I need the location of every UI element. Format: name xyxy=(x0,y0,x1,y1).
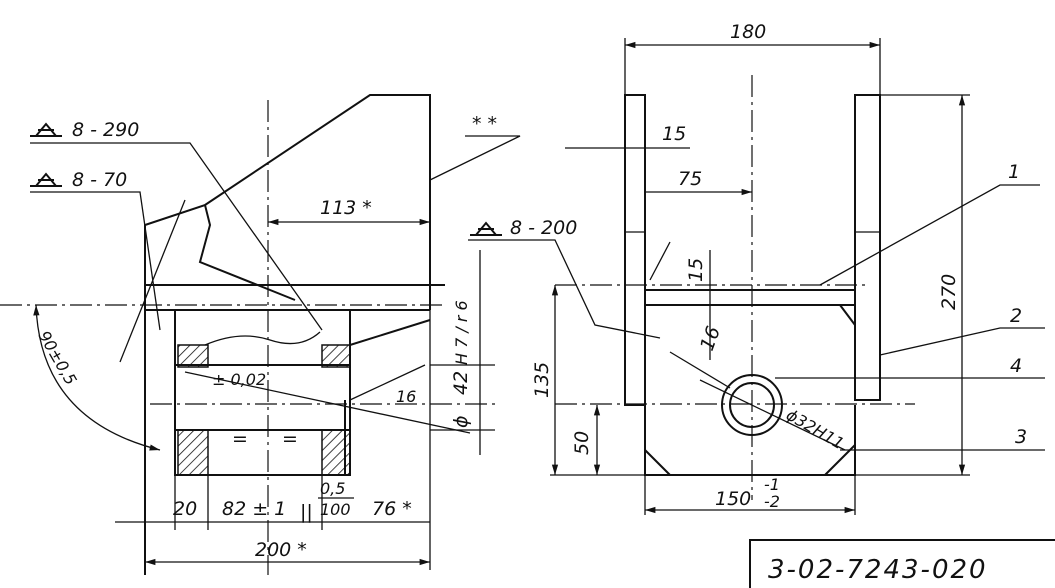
bore-outer-circle xyxy=(721,374,783,436)
dim-15a: 15 xyxy=(662,123,686,145)
dim-50: 50 xyxy=(571,431,593,455)
dim-150-tol-bottom: -2 xyxy=(764,492,780,511)
weld-leader-1 xyxy=(30,142,323,331)
dim-42: 42 xyxy=(450,371,472,395)
fraction-top: 0,5 xyxy=(320,479,345,498)
dim-270: 270 xyxy=(938,274,960,310)
dim-150-tol-top: -1 xyxy=(764,475,780,494)
beam-gusset xyxy=(839,304,856,326)
title-block-frame xyxy=(749,539,1055,588)
dim-16: 16 xyxy=(696,323,725,353)
equal-mark-1: = xyxy=(232,428,248,450)
weld-leader-3b xyxy=(649,241,671,281)
left-break-line xyxy=(204,331,321,346)
base-box xyxy=(644,405,856,476)
dim-75: 75 xyxy=(678,168,702,190)
dim-135: 135 xyxy=(531,362,553,398)
section-hatch-3 xyxy=(177,429,209,476)
marker-leader xyxy=(429,135,521,181)
dim-180: 180 xyxy=(730,21,766,43)
section-hatch-4 xyxy=(321,429,351,476)
tolerance-leader xyxy=(184,371,471,434)
weld-leader-3 xyxy=(468,239,661,339)
left-gusset-outline xyxy=(144,203,296,575)
left-chamfer xyxy=(349,319,431,346)
weld-symbol-3-icon xyxy=(470,221,502,236)
fraction-bottom: 100 xyxy=(320,500,351,519)
weld-label-1: 8 - 290 xyxy=(72,119,139,141)
left-side-plate xyxy=(624,94,646,406)
position-1: 1 xyxy=(1008,161,1020,183)
tolerance-002: ± 0,02 xyxy=(212,370,266,389)
parallel-symbol: || xyxy=(300,501,313,523)
dim-15b: 15 xyxy=(685,258,707,282)
angle-90: 90±0,5 xyxy=(35,328,81,389)
right-view: ϕ32H11 180 15 75 8 - 200 15 16 135 50 xyxy=(468,21,1045,515)
callout-leader-1 xyxy=(819,184,1040,286)
weld-symbol-icon xyxy=(30,122,62,187)
position-4: 4 xyxy=(1010,355,1022,377)
bore-inner-circle xyxy=(729,382,775,428)
position-2: 2 xyxy=(1010,305,1022,327)
callout-leader-2 xyxy=(879,327,1045,356)
title-block: 3-02-7243-020 xyxy=(749,539,1055,588)
equal-mark-2: = xyxy=(282,428,298,450)
section-hatch-1 xyxy=(177,344,209,368)
position-3: 3 xyxy=(1015,426,1027,448)
angle-16: 16 xyxy=(396,387,416,406)
angle-leader xyxy=(349,364,426,401)
right-side-plate xyxy=(854,94,881,401)
section-hatch-2 xyxy=(321,344,351,368)
leader-16 xyxy=(669,351,731,389)
phi-symbol: ϕ xyxy=(450,415,472,428)
dim-150: 150 xyxy=(715,488,751,510)
left-view: 8 - 290 8 - 70 * * 113 * H 7 / r 6 42 ϕ … xyxy=(0,94,521,575)
angle-arc-90 xyxy=(33,304,161,451)
weld-label-3: 8 - 200 xyxy=(510,217,577,239)
hole-dim: ϕ32H11 xyxy=(783,405,847,453)
dim-20: 20 xyxy=(173,498,197,520)
dim-113: 113 * xyxy=(320,197,372,219)
weld-leader-2 xyxy=(30,191,161,331)
double-star-marker: * * xyxy=(472,113,497,135)
dim-76: 76 * xyxy=(372,498,412,520)
dim-200: 200 * xyxy=(255,539,307,561)
hole-leader xyxy=(699,379,846,451)
dim-82: 82 ± 1 xyxy=(222,498,286,520)
base-chamfer-left xyxy=(644,449,671,476)
weld-label-2: 8 - 70 xyxy=(72,169,127,191)
left-top-plate xyxy=(204,94,431,310)
dim-h7r6: H 7 / r 6 xyxy=(452,300,471,365)
left-hub-outline xyxy=(174,309,351,476)
drawing-number: 3-02-7243-020 xyxy=(768,555,988,585)
